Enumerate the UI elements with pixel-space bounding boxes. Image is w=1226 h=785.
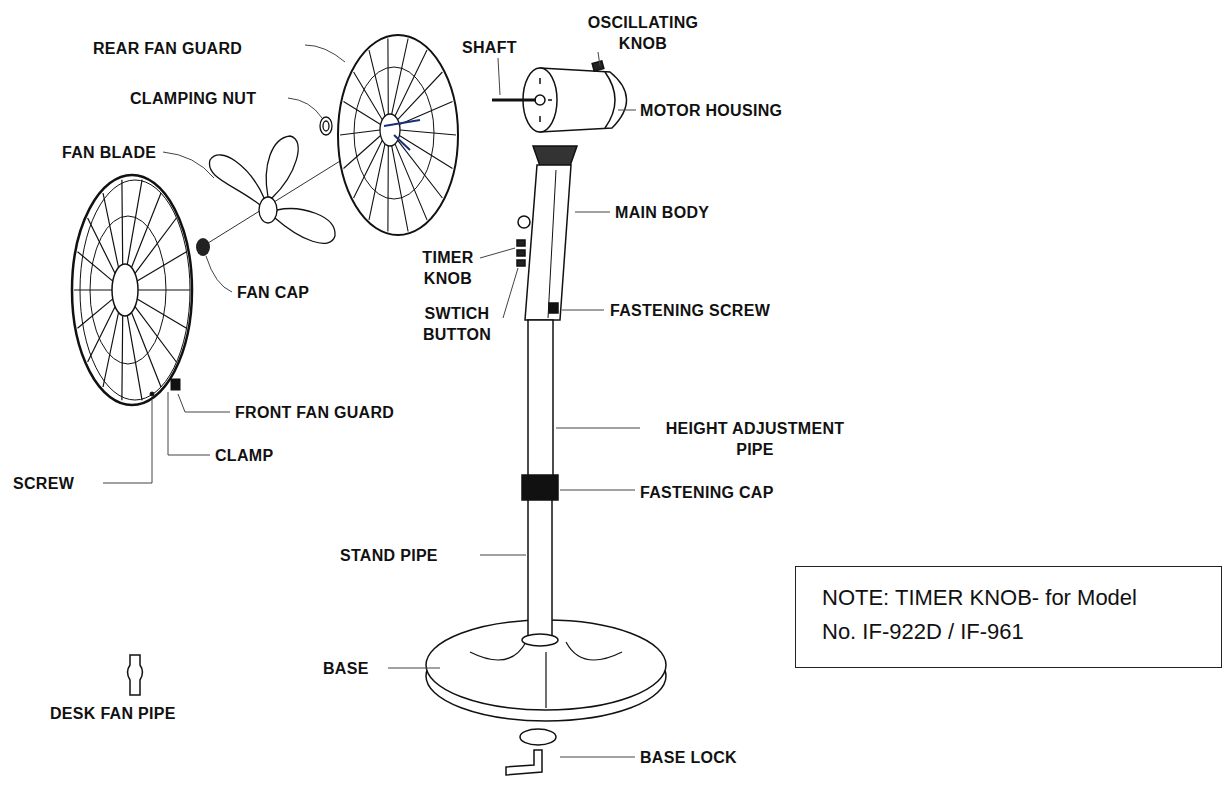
base-lock-bolt: [506, 750, 542, 775]
guard-spokes: [74, 180, 190, 401]
guard-hub: [380, 114, 400, 146]
part-label: DESK FAN PIPE: [50, 703, 176, 724]
part-label: FASTENING CAP: [640, 482, 774, 503]
oscillating-knob-part: [592, 61, 604, 71]
guard-rim: [72, 175, 192, 405]
desk-fan-pipe-part: [128, 655, 143, 695]
switch-button-part: [517, 250, 525, 256]
part-label: FAN BLADE: [62, 142, 156, 163]
guard-hub: [112, 264, 138, 316]
base-lock-disc: [520, 729, 556, 745]
part-label: SHAFT: [462, 37, 517, 58]
part-label: MAIN BODY: [615, 202, 709, 223]
part-label: FRONT FAN GUARD: [235, 402, 394, 423]
nut-outer: [320, 117, 332, 135]
note-box: NOTE: TIMER KNOB- for Model No. IF-922D …: [795, 566, 1222, 668]
part-label: STAND PIPE: [340, 545, 438, 566]
front-fan-guard: [72, 175, 192, 405]
guard-mount: [384, 120, 420, 150]
part-label: FASTENING SCREW: [610, 300, 770, 321]
part-label: MOTOR HOUSING: [640, 100, 782, 121]
blade-hub: [259, 197, 277, 223]
housing-rear: [605, 72, 615, 128]
note-text: NOTE: TIMER KNOB- for Model No. IF-922D …: [796, 567, 1167, 649]
fastening-screw-part: [549, 303, 558, 313]
part-label: OSCILLATING KNOB: [563, 12, 723, 54]
nut-inner: [323, 121, 329, 131]
switch-button-part: [517, 260, 525, 266]
part-label: HEIGHT ADJUSTMENT PIPE: [645, 418, 865, 460]
clamping-nut: [320, 117, 332, 135]
leader-lines: [103, 45, 640, 757]
blade-wing: [275, 209, 335, 244]
part-label: CLAMP: [215, 445, 273, 466]
clamp-part: [171, 379, 180, 390]
screw-part: [150, 392, 154, 396]
guard-ring: [354, 67, 434, 199]
height-pipe-part: [528, 320, 553, 476]
part-label: FAN CAP: [237, 282, 309, 303]
fan-blade: [209, 136, 335, 243]
timer-knob-part: [518, 216, 530, 228]
fan-stand: [426, 146, 666, 775]
housing-center: [535, 95, 545, 105]
part-label: BASE LOCK: [640, 747, 737, 768]
motor-housing: [492, 61, 627, 132]
stand-pipe-part: [528, 500, 552, 638]
switch-button-part: [517, 240, 525, 246]
part-label: TIMER KNOB: [410, 247, 486, 289]
part-label: CLAMPING NUT: [130, 88, 256, 109]
part-label: SCREW: [13, 473, 74, 494]
blade-wing: [266, 136, 298, 198]
base-ridges: [470, 642, 622, 708]
main-body-part: [525, 165, 571, 320]
blade-wing: [209, 155, 265, 205]
pipe-collar: [522, 634, 558, 646]
body-shade: [548, 170, 556, 318]
guard-spokes: [340, 39, 456, 232]
rear-fan-guard: [338, 35, 458, 235]
guard-rim: [338, 35, 458, 235]
neck-joint: [533, 146, 577, 166]
fastening-cap-part: [522, 475, 558, 500]
part-label: REAR FAN GUARD: [93, 38, 242, 59]
part-label: BASE: [323, 658, 369, 679]
part-label: SWTICH BUTTON: [404, 303, 510, 345]
fan-cap-part: [196, 238, 210, 256]
shaft-part: [492, 99, 536, 102]
